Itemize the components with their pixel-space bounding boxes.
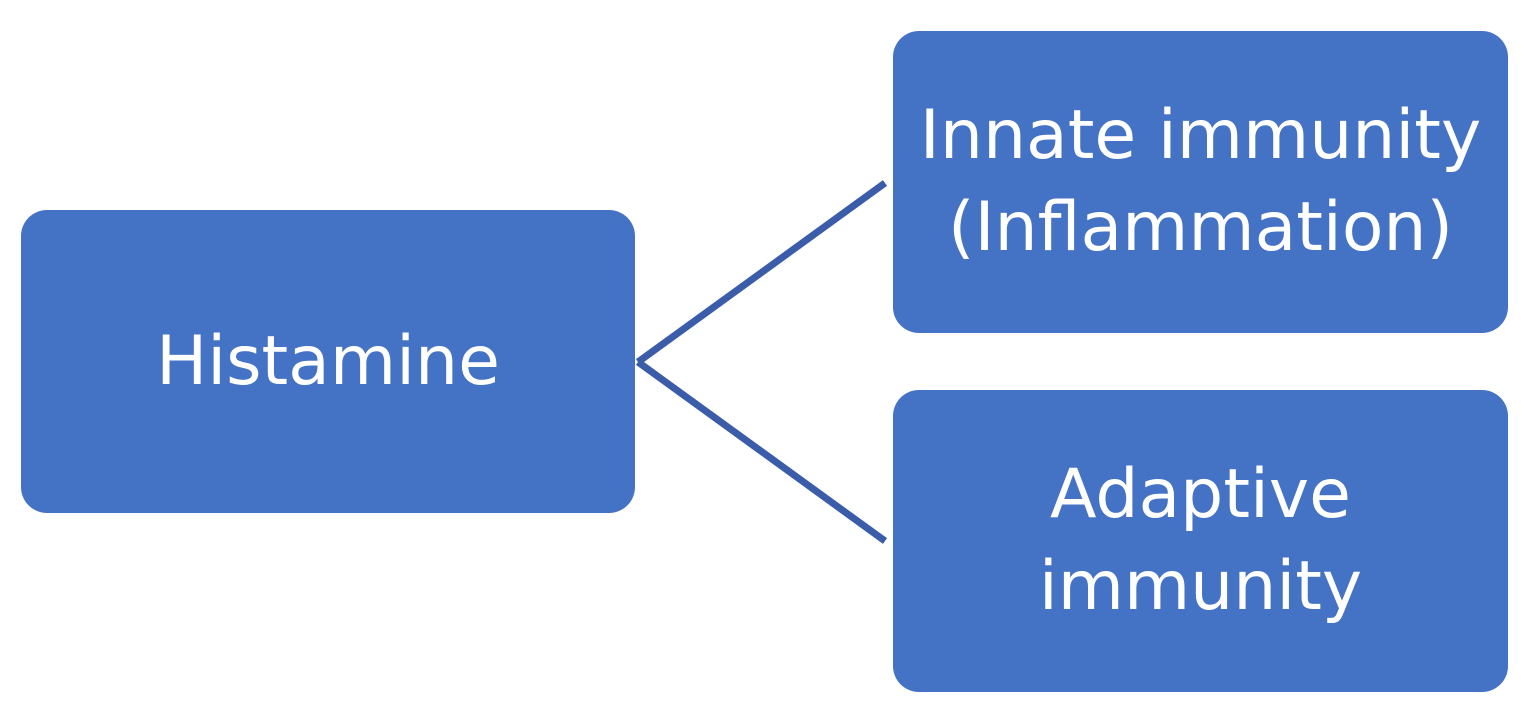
node-adaptive-immunity: Adaptive immunity (893, 390, 1508, 692)
node-histamine: Histamine (21, 210, 635, 513)
connector-to-innate (635, 180, 888, 365)
connector-to-adaptive (635, 359, 888, 544)
node-innate-immunity-label: Innate immunity (Inflammation) (919, 96, 1482, 267)
node-histamine-label: Histamine (156, 321, 500, 401)
node-innate-immunity: Innate immunity (Inflammation) (893, 31, 1508, 333)
node-adaptive-immunity-label: Adaptive immunity (1038, 455, 1363, 626)
